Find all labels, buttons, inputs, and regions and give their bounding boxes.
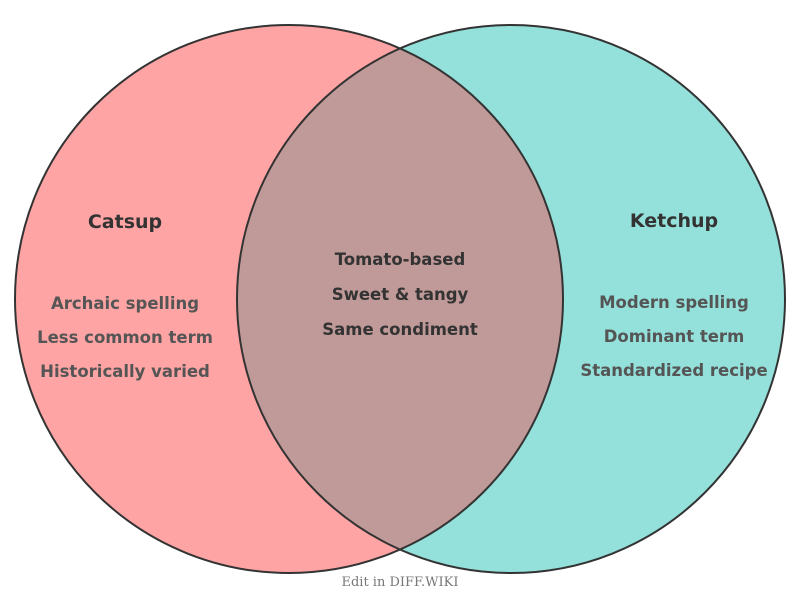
right-item: Dominant term [604,327,745,346]
overlap-item: Same condiment [322,320,478,339]
left-circle-outline [14,24,564,574]
right-circle-outline [236,24,786,574]
overlap-item: Tomato-based [335,250,466,269]
right-item: Modern spelling [599,293,749,312]
right-item: Standardized recipe [580,361,767,380]
left-item: Archaic spelling [51,294,199,313]
edit-link[interactable]: Edit in DIFF.WIKI [341,575,458,590]
overlap-item: Sweet & tangy [332,285,469,304]
overlap-region [237,25,563,573]
right-title: Ketchup [630,210,718,232]
left-title: Catsup [88,211,162,233]
left-item: Less common term [37,328,213,347]
left-item: Historically varied [40,362,210,381]
